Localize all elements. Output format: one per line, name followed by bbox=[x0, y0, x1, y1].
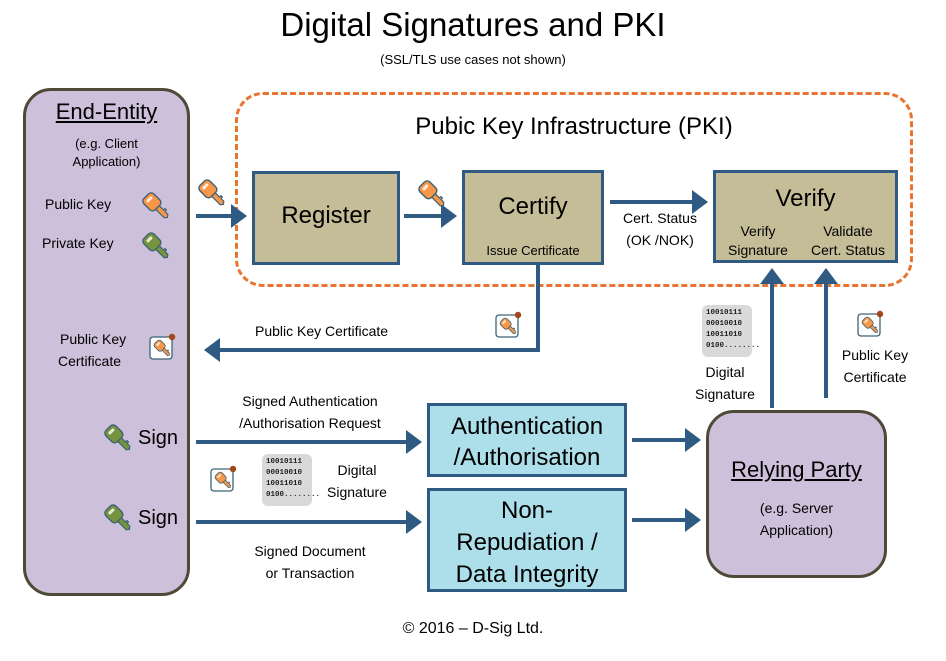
binary-line: 10011010 bbox=[266, 480, 303, 488]
certificate-label-1: Public Key bbox=[60, 331, 127, 347]
binary-line: 0100........ bbox=[706, 342, 761, 350]
signed-document-line-1: Signed Document bbox=[254, 543, 366, 559]
nonrep-line-3: Data Integrity bbox=[455, 561, 599, 588]
binary-line: 00010010 bbox=[266, 469, 303, 477]
public-key-flow-icon bbox=[416, 178, 450, 212]
digital-signature-line-2: Signature bbox=[327, 484, 387, 500]
certify-title: Certify bbox=[498, 193, 568, 220]
validate-cert-line-2: Cert. Status bbox=[811, 242, 885, 258]
rp-certificate-line-1: Public Key bbox=[841, 347, 909, 363]
sign-key-icon bbox=[102, 422, 136, 456]
signed-auth-line-1: Signed Authentication bbox=[242, 393, 378, 409]
end-entity-subtitle-2: Application) bbox=[72, 154, 141, 169]
rp-digital-signature-line-2: Signature bbox=[695, 386, 755, 402]
verify-signature-line-2: Signature bbox=[728, 242, 788, 258]
certificate-icon bbox=[211, 466, 236, 491]
certificate-icon bbox=[150, 334, 175, 359]
auth-line-2: /Authorisation bbox=[453, 444, 601, 471]
nonrep-line-2: Repudiation / bbox=[456, 529, 598, 556]
arrow-certificate-to-entity bbox=[204, 265, 540, 362]
certify-subtitle: Issue Certificate bbox=[486, 243, 580, 258]
rp-digital-signature-binary-icon: 10010111 00010010 10011010 0100........ bbox=[702, 305, 761, 357]
verify-box: Verify Verify Signature Validate Cert. S… bbox=[713, 170, 898, 263]
rp-certificate-label: Public Key Certificate bbox=[830, 344, 920, 388]
binary-line: 00010010 bbox=[706, 320, 743, 328]
end-entity-subtitle-1: (e.g. Client bbox=[75, 136, 138, 151]
diagram-title: Digital Signatures and PKI bbox=[280, 6, 666, 43]
diagram-subtitle: (SSL/TLS use cases not shown) bbox=[380, 52, 566, 67]
register-box: Register bbox=[252, 171, 400, 265]
certify-box: Certify Issue Certificate bbox=[462, 170, 604, 265]
register-title: Register bbox=[281, 202, 371, 229]
binary-line: 10010111 bbox=[266, 458, 303, 466]
sign-label-2: Sign bbox=[138, 507, 179, 529]
digital-signature-flow-label: Digital Signature bbox=[318, 459, 396, 503]
rp-certificate-line-2: Certificate bbox=[843, 369, 907, 385]
certificate-icon bbox=[496, 312, 521, 337]
verify-title: Verify bbox=[775, 185, 836, 212]
relying-party-subtitle-2: Application) bbox=[759, 522, 834, 538]
sign-label-1: Sign bbox=[138, 427, 179, 449]
digital-signature-line-1: Digital bbox=[337, 462, 377, 478]
relying-party-title: Relying Party bbox=[731, 457, 862, 482]
relying-party-box: Relying Party (e.g. Server Application) bbox=[706, 410, 887, 578]
public-key-label: Public Key bbox=[45, 196, 112, 212]
signed-auth-line-2: /Authorisation Request bbox=[239, 415, 381, 431]
signed-auth-request-label: Signed Authentication /Authorisation Req… bbox=[195, 390, 425, 434]
certificate-icon bbox=[858, 311, 883, 336]
public-key-icon bbox=[140, 190, 174, 224]
binary-line: 10011010 bbox=[706, 331, 743, 339]
public-key-flow-icon bbox=[196, 177, 230, 211]
private-key-icon bbox=[140, 230, 174, 264]
pki-frame bbox=[235, 92, 913, 287]
relying-party-subtitle-1: (e.g. Server bbox=[759, 500, 834, 516]
binary-line: 0100........ bbox=[266, 491, 321, 499]
cert-status-line-2: (OK /NOK) bbox=[626, 232, 694, 248]
validate-cert-status-label: Validate Cert. Status bbox=[802, 222, 894, 260]
nonrep-line-1: Non- bbox=[500, 497, 554, 524]
rp-digital-signature-line-1: Digital bbox=[705, 364, 745, 380]
cert-status-line-1: Cert. Status bbox=[623, 210, 697, 226]
cert-status-label: Cert. Status (OK /NOK) bbox=[606, 207, 714, 251]
signed-document-label: Signed Document or Transaction bbox=[195, 540, 425, 584]
copyright: © 2016 – D-Sig Ltd. bbox=[402, 620, 544, 637]
verify-signature-label: Verify Signature bbox=[720, 222, 796, 260]
non-repudiation-box: Non- Repudiation / Data Integrity bbox=[427, 488, 627, 592]
digital-signature-binary-icon: 10010111 00010010 10011010 0100........ bbox=[262, 454, 321, 506]
signed-document-line-2: or Transaction bbox=[265, 565, 355, 581]
public-key-certificate-flow-label: Public Key Certificate bbox=[255, 323, 389, 339]
end-entity-title: End-Entity bbox=[55, 99, 158, 124]
binary-line: 10010111 bbox=[706, 309, 743, 317]
validate-cert-line-1: Validate bbox=[823, 223, 873, 239]
verify-signature-line-1: Verify bbox=[740, 223, 776, 239]
pki-frame-title: Pubic Key Infrastructure (PKI) bbox=[415, 113, 733, 140]
authentication-box: Authentication /Authorisation bbox=[427, 403, 627, 477]
sign-key-icon bbox=[102, 502, 136, 536]
private-key-label: Private Key bbox=[42, 235, 114, 251]
certificate-label-2: Certificate bbox=[58, 353, 122, 369]
rp-digital-signature-label: Digital Signature bbox=[684, 361, 766, 405]
auth-line-1: Authentication bbox=[450, 413, 604, 440]
